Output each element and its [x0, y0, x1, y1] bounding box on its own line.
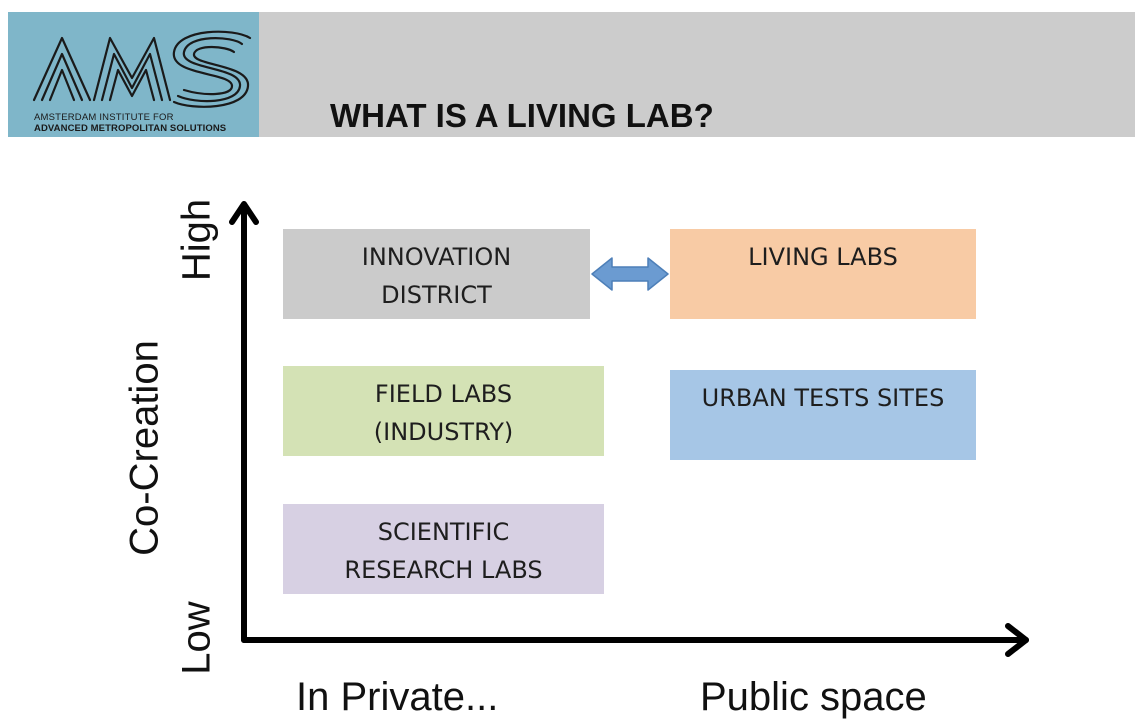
double-arrow-connector	[591, 257, 669, 291]
ams-logo: AMSTERDAM INSTITUTE FOR ADVANCED METROPO…	[8, 12, 259, 137]
ams-logo-mark	[32, 30, 252, 108]
box-field-labs-label: FIELD LABS (INDUSTRY)	[373, 380, 514, 446]
y-axis-label: Co-Creation	[122, 340, 167, 556]
y-axis-low-label: Low	[174, 601, 219, 675]
box-innovation-district-label: INNOVATION DISTRICT	[361, 243, 512, 309]
box-innovation-district: INNOVATION DISTRICT	[283, 229, 590, 319]
logo-caption-line2: ADVANCED METROPOLITAN SOLUTIONS	[34, 123, 227, 134]
x-axis-left-label: In Private...	[296, 675, 499, 719]
y-axis-high-label: High	[174, 198, 219, 282]
box-living-labs: LIVING LABS	[670, 229, 976, 319]
box-scientific-labs: SCIENTIFIC RESEARCH LABS	[283, 504, 604, 594]
box-living-labs-label: LIVING LABS	[748, 243, 898, 271]
page-title: WHAT IS A LIVING LAB?	[330, 97, 714, 134]
box-urban-test-sites-label: URBAN TESTS SITES	[701, 384, 945, 412]
logo-caption: AMSTERDAM INSTITUTE FOR ADVANCED METROPO…	[34, 112, 266, 134]
box-field-labs: FIELD LABS (INDUSTRY)	[283, 366, 604, 456]
logo-caption-line1: AMSTERDAM INSTITUTE FOR	[34, 112, 174, 123]
y-axis-arrowhead	[229, 201, 259, 225]
x-axis-arrowhead	[1005, 623, 1029, 657]
box-urban-test-sites: URBAN TESTS SITES	[670, 370, 976, 460]
x-axis-right-label: Public space	[700, 675, 927, 719]
box-scientific-labs-label: SCIENTIFIC RESEARCH LABS	[344, 518, 543, 584]
